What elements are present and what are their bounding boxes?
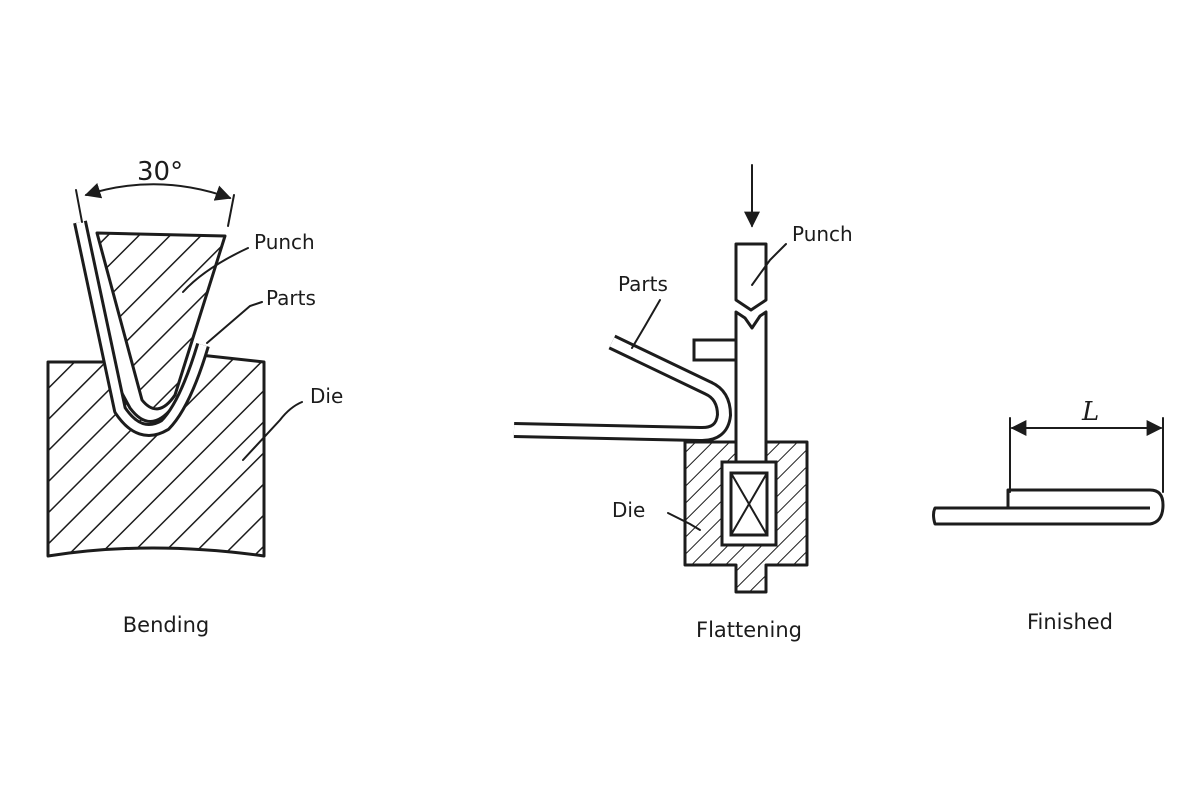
flattening-stripper (734, 310, 768, 464)
parts-leader (206, 301, 263, 344)
flattening-parts-label: Parts (618, 272, 668, 296)
bending-die-label: Die (310, 384, 343, 408)
flattening-die-label: Die (612, 498, 645, 522)
bending-die (46, 353, 266, 558)
angle-dimension-arc (84, 183, 232, 201)
bending-stage: 30° Punch Parts Die Bending (46, 157, 343, 637)
flattening-die-leader (667, 512, 701, 531)
flattening-punch (734, 242, 768, 312)
spring-insert (729, 471, 769, 537)
finished-caption: Finished (1027, 610, 1113, 634)
flattening-punch-leader (751, 243, 787, 286)
punch-leader (182, 247, 249, 293)
bending-punch (95, 231, 227, 411)
flattening-caption: Flattening (696, 618, 802, 642)
bending-parts-label: Parts (266, 286, 316, 310)
bending-caption: Bending (123, 613, 209, 637)
finished-stage: L Finished (932, 397, 1165, 634)
flattening-punch-label: Punch (792, 222, 853, 246)
flattening-stage: Punch Parts Die Flattening (513, 164, 853, 642)
bending-punch-label: Punch (254, 230, 315, 254)
angle-label: 30° (137, 157, 183, 187)
length-label: L (1081, 397, 1099, 427)
die-leader (242, 401, 303, 461)
finished-part (932, 488, 1165, 526)
flattening-parts-leader (631, 299, 661, 349)
